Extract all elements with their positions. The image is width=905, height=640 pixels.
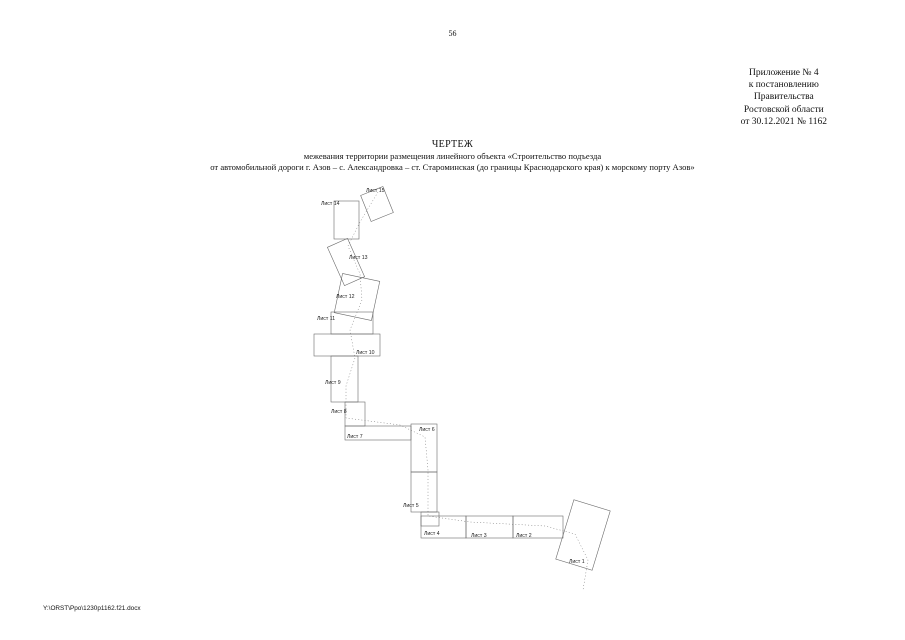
- file-path: Y:\ORST\Ppo\1230p1162.f21.docx: [43, 605, 141, 612]
- sheet-label: Лист 9: [325, 380, 341, 386]
- sheet-2: [512, 515, 564, 539]
- sheet-1: [555, 499, 611, 571]
- appendix-line: Правительства: [753, 92, 814, 103]
- document-subtitle: от автомобильной дороги г. Азов – с. Але…: [210, 162, 695, 172]
- sheet-frame: [555, 499, 611, 571]
- sheet-5: [420, 511, 440, 527]
- sheet-label: Лист 8: [331, 409, 347, 415]
- sheet-label: Лист 13: [349, 255, 368, 261]
- sheet-label: Лист 12: [336, 294, 355, 300]
- sheet-label: Лист 1: [569, 559, 585, 565]
- title-block: ЧЕРТЕЖ межевания территории размещения л…: [0, 139, 905, 173]
- sheet-label: Лист 4: [424, 531, 440, 537]
- sheet-frame: [333, 273, 381, 321]
- sheet-15: [360, 186, 394, 222]
- document-title: ЧЕРТЕЖ: [431, 139, 474, 150]
- appendix-line: Приложение № 4: [749, 68, 819, 78]
- sheet-9: [330, 355, 359, 403]
- sheet-label: Лист 2: [516, 533, 532, 539]
- page-number: 56: [448, 29, 457, 38]
- sheet-label: Лист 11: [317, 316, 335, 322]
- sheet-8: [344, 401, 366, 427]
- sheet-label: Лист 6: [419, 427, 435, 433]
- sheet-label: Лист 10: [356, 350, 375, 356]
- sheet-frame: [360, 186, 394, 222]
- sheet-11: [330, 311, 374, 335]
- appendix-block: Приложение № 4 к постановлению Правитель…: [741, 67, 827, 128]
- sheet-label: Лист 15: [366, 188, 385, 194]
- sheet-label: Лист 7: [347, 434, 363, 440]
- appendix-line: от 30.12.2021 № 1162: [740, 116, 827, 127]
- sheet-13: [327, 237, 365, 287]
- route-centerline: [345, 191, 589, 591]
- sheet-label: Лист 3: [471, 533, 487, 539]
- sheet-12: [333, 273, 381, 321]
- appendix-line: к постановлению: [748, 80, 819, 91]
- document-subtitle: межевания территории размещения линейног…: [303, 151, 602, 161]
- sheet-frame: [327, 237, 365, 287]
- sheet-label: Лист 14: [321, 201, 340, 207]
- sheet-label: Лист 5: [403, 503, 419, 509]
- appendix-line: Ростовской области: [743, 104, 824, 115]
